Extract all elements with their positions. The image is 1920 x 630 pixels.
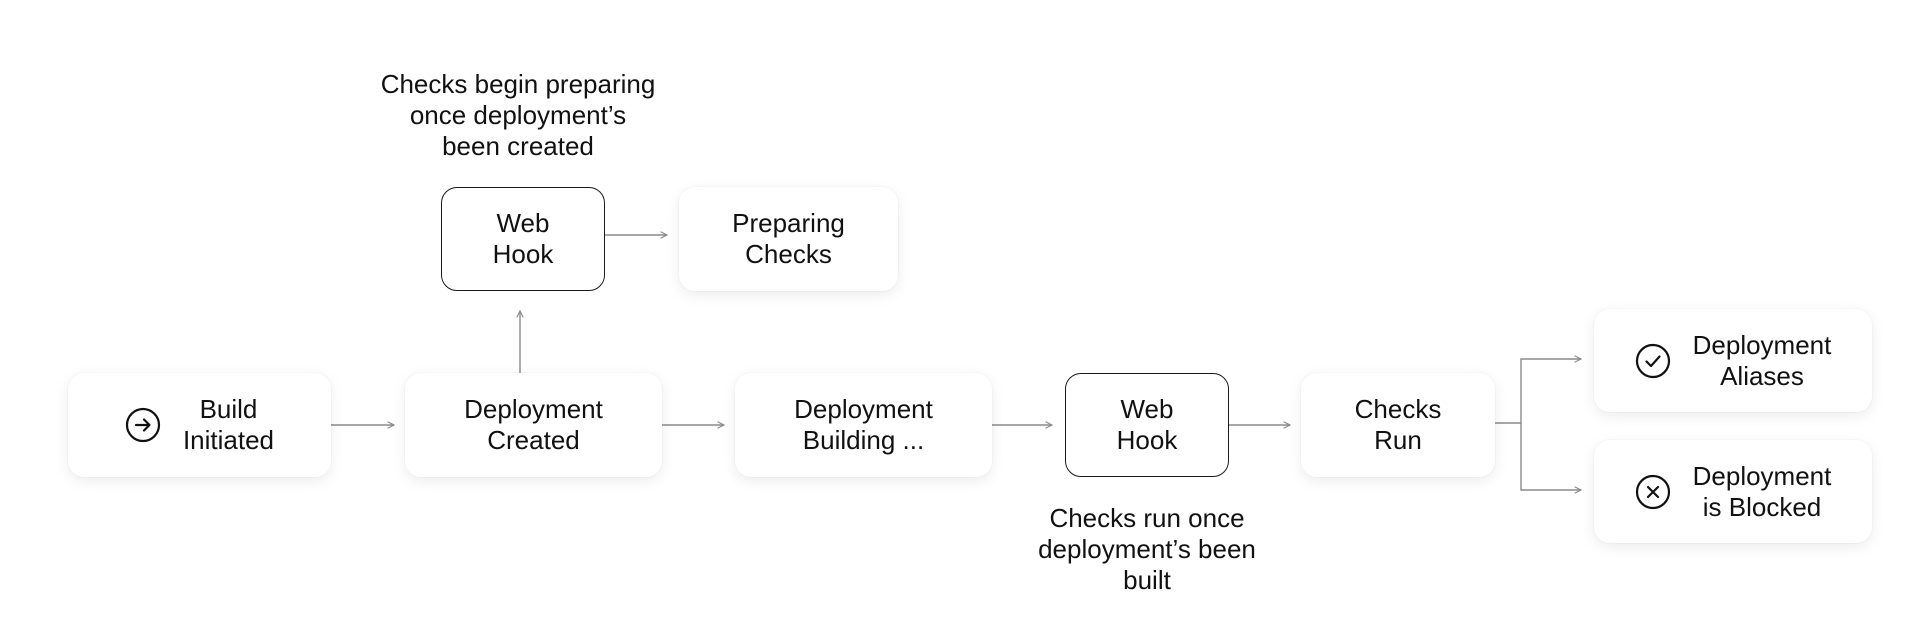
node-checks-run[interactable]: Checks Run <box>1301 373 1495 477</box>
node-label: Deployment is Blocked <box>1692 460 1832 522</box>
node-preparing-checks[interactable]: Preparing Checks <box>679 187 898 291</box>
node-label: Deployment Aliases <box>1692 329 1832 391</box>
node-deployment-created[interactable]: Deployment Created <box>405 373 662 477</box>
node-label: Web Hook <box>492 208 554 269</box>
node-label: Deployment Created <box>464 394 603 455</box>
note-checks-run-once: Checks run once deployment’s been built <box>1038 503 1256 595</box>
node-web-hook-bottom[interactable]: Web Hook <box>1065 373 1229 477</box>
node-deployment-building[interactable]: Deployment Building ... <box>735 373 992 477</box>
node-label: Preparing Checks <box>732 208 845 269</box>
arrow-right-circle-icon <box>125 407 161 443</box>
arrow-checks-to-aliases <box>1495 359 1581 424</box>
node-build-initiated[interactable]: Build Initiated <box>68 373 331 477</box>
node-label: Build Initiated <box>182 394 275 455</box>
node-label: Web Hook <box>1116 394 1178 455</box>
node-deployment-blocked[interactable]: Deployment is Blocked <box>1594 440 1872 543</box>
arrow-checks-to-blocked <box>1520 423 1581 490</box>
check-circle-icon <box>1635 343 1671 379</box>
node-web-hook-top[interactable]: Web Hook <box>441 187 605 291</box>
x-circle-icon <box>1635 474 1671 510</box>
note-checks-begin-preparing: Checks begin preparing once deployment’s… <box>380 69 656 161</box>
node-label: Checks Run <box>1354 394 1442 455</box>
node-label: Deployment Building ... <box>794 394 933 455</box>
node-deployment-aliases[interactable]: Deployment Aliases <box>1594 309 1872 412</box>
